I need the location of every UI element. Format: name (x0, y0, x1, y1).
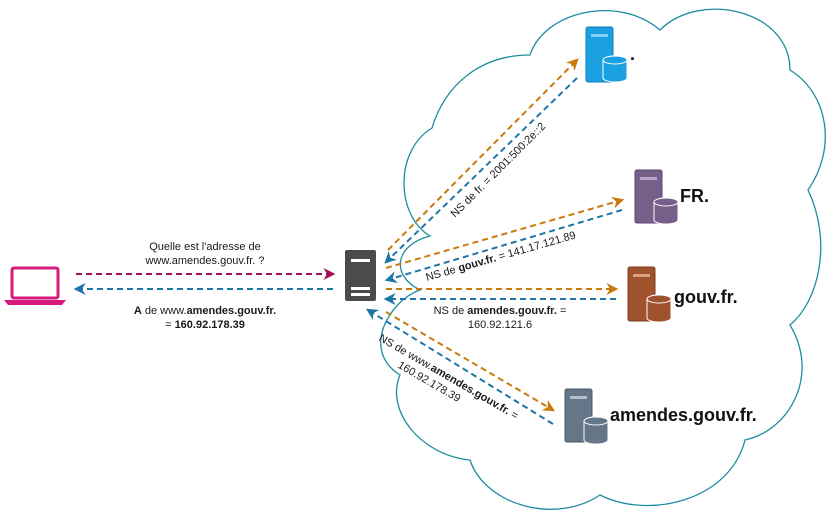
zone-amendes-label: amendes.gouv.fr. (610, 405, 757, 425)
fr-query-arrow (385, 196, 625, 269)
resolver-server-icon (345, 250, 376, 301)
client-answer-label: A de www.amendes.gouv.fr. = 160.92.178.3… (110, 304, 300, 332)
zone-fr-label: FR. (680, 186, 709, 206)
record-type: A (133, 305, 142, 317)
client-query-line1: Quelle est l'adresse de (149, 241, 261, 253)
laptop-icon (4, 266, 66, 305)
zone-root-label: . (630, 44, 636, 64)
root-query-arrow (387, 58, 579, 251)
gouv-referral-line1: NS de amendes.gouv.fr. = (420, 304, 580, 318)
fr-server-icon (634, 169, 679, 225)
amendes-response-arrow (365, 308, 554, 425)
client-query-label: Quelle est l'adresse de www.amendes.gouv… (130, 240, 280, 268)
internet-cloud (380, 8, 826, 510)
gouv-referral-eq: = (556, 305, 567, 317)
gouv-referral-zone: amendes.gouv.fr. (467, 305, 557, 317)
zone-gouv-label: gouv.fr. (674, 287, 738, 307)
amendes-server-icon (564, 388, 609, 445)
gouv-server-icon (627, 266, 672, 323)
gouv-referral-value: 160.92.121.6 (467, 319, 533, 331)
fr-response-arrow (384, 209, 623, 284)
gouv-referral-label: NS de amendes.gouv.fr. = 160.92.121.6 (420, 304, 580, 332)
root-response-arrow (384, 77, 578, 264)
gouv-referral-prefix: NS de (433, 305, 468, 317)
client-answer-line2: = 160.92.178.39 (110, 318, 300, 332)
client-answer-domain: amendes.gouv.fr. (186, 305, 277, 317)
client-answer-eq: = (165, 319, 175, 331)
amendes-query-arrow (385, 311, 556, 412)
client-answer-line1: A de www.amendes.gouv.fr. (110, 304, 300, 318)
root-server-icon (585, 26, 628, 83)
client-query-line2: www.amendes.gouv.fr. ? (145, 255, 265, 267)
client-answer-ip: 160.92.178.39 (174, 319, 245, 331)
client-answer-mid: de www. (141, 305, 187, 317)
